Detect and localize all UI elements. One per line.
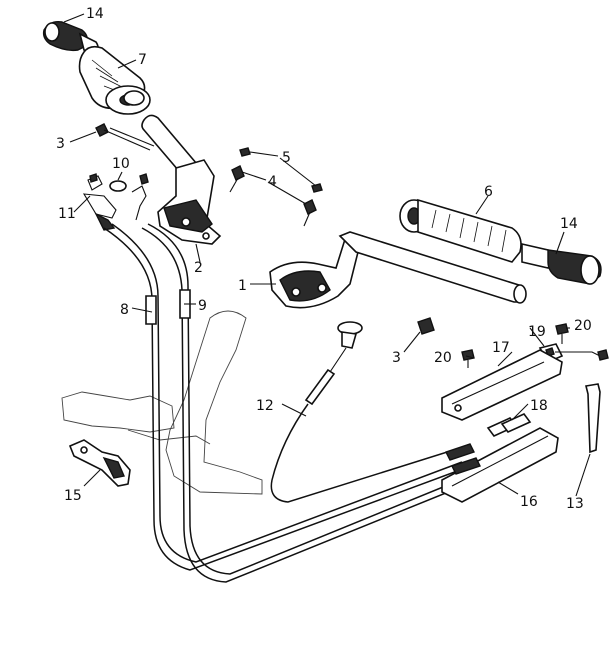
part-4-screws: [229, 165, 317, 227]
label-part-13: 13: [566, 496, 584, 512]
label-part-14-left: 14: [86, 6, 104, 22]
label-part-3-right: 3: [392, 350, 401, 366]
label-part-12: 12: [256, 398, 274, 414]
part-labels: 14 7 3 10 11 2 5 4 6 14 1 8 9 3 19 20 20…: [56, 6, 592, 512]
part-14-bar-end-left: [42, 20, 99, 53]
label-part-6: 6: [484, 184, 493, 200]
part-7-throttle-grip: [78, 45, 151, 115]
frame-outline: [61, 310, 263, 495]
part-1-right-holder: [269, 235, 364, 309]
part-13-cable-strap: [585, 383, 601, 454]
part-12-choke-cable: [270, 321, 461, 503]
label-part-15: 15: [64, 488, 82, 504]
part-17-guide-plate: [441, 349, 563, 421]
label-part-20-left: 20: [434, 350, 452, 366]
label-part-17: 17: [492, 340, 510, 356]
part-14-bar-end-right: [521, 242, 602, 285]
part-16-guide-plate: [441, 427, 559, 503]
part-6-right-grip: [399, 198, 522, 263]
label-part-11: 11: [58, 206, 76, 222]
part-5-screws: [239, 147, 323, 193]
label-part-16: 16: [520, 494, 538, 510]
label-part-4: 4: [268, 174, 277, 190]
leader-lines: [63, 13, 591, 497]
label-part-20-top: 20: [574, 318, 592, 334]
part-18-clips: [486, 413, 532, 437]
part-15-cable-holder: [68, 439, 131, 487]
label-part-3-left: 3: [56, 136, 65, 152]
label-part-8: 8: [120, 302, 129, 318]
label-part-10: 10: [112, 156, 130, 172]
part-3-bolt-right: [417, 317, 435, 335]
label-part-14-right: 14: [560, 216, 578, 232]
part-2-left-holder: [157, 159, 222, 245]
label-part-5: 5: [282, 150, 291, 166]
label-part-18: 18: [530, 398, 548, 414]
part-10-11-cable-junction: [82, 173, 149, 231]
label-part-9: 9: [198, 298, 207, 314]
label-part-7: 7: [138, 52, 147, 68]
label-part-2: 2: [194, 260, 203, 276]
part-8-9-throttle-cables: [103, 223, 471, 583]
label-part-1: 1: [238, 278, 247, 294]
part-3-bolt-left: [95, 123, 155, 151]
label-part-19: 19: [528, 324, 546, 340]
part-right-handlebar-tube: [338, 231, 527, 304]
